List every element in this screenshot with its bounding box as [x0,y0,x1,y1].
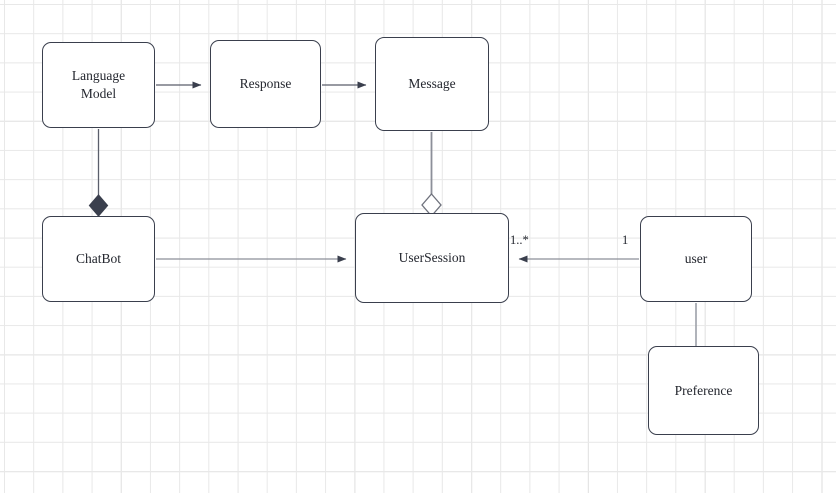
multiplicity-label-user: 1 [622,233,629,247]
node-chatbot[interactable]: ChatBot [42,216,155,302]
node-response[interactable]: Response [210,40,321,128]
node-usersession[interactable]: UserSession [355,213,509,303]
node-usersession-label: UserSession [398,250,466,266]
node-language-model-label: Language Model [71,68,126,101]
node-message-label: Message [408,76,456,92]
edge-language-model-to-chatbot-composition [88,129,109,217]
node-preference[interactable]: Preference [648,346,759,435]
multiplicity-label-usersession: 1..* [510,233,529,247]
filled-diamond-icon [88,194,109,217]
node-message[interactable]: Message [375,37,489,131]
node-user[interactable]: user [640,216,752,302]
node-language-model[interactable]: Language Model [42,42,155,128]
node-response-label: Response [239,76,292,92]
node-user-label: user [684,251,708,267]
node-preference-label: Preference [674,382,733,398]
node-chatbot-label: ChatBot [75,251,121,267]
edge-message-to-usersession-aggregation [421,132,442,217]
